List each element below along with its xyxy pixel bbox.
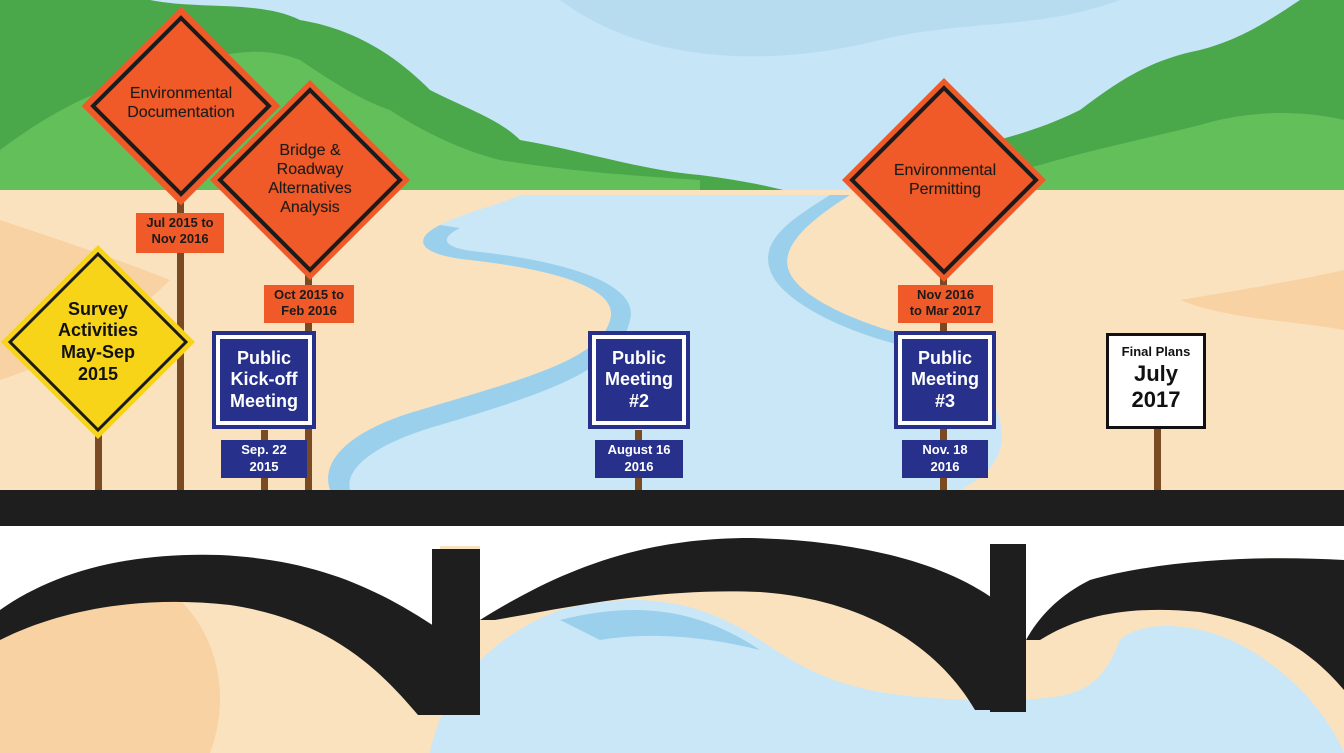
final-plans-date: July 2017 [1109, 361, 1203, 414]
survey-label: Survey Activities May-Sep 2015 [38, 292, 158, 392]
bridge-fascia [0, 526, 1344, 546]
bridge-roadway-label: Bridge & Roadway Alternatives Analysis [245, 132, 375, 228]
bridge-pier-right [990, 544, 1026, 712]
env-documentation-dates: Jul 2015 to Nov 2016 [136, 213, 224, 253]
kickoff-meeting-sign: Public Kick-off Meeting [216, 335, 312, 425]
env-permitting-dates: Nov 2016 to Mar 2017 [898, 285, 993, 323]
meeting-2-date: August 16 2016 [595, 440, 683, 478]
meeting-3-label: Public Meeting #3 [911, 348, 979, 413]
meeting-2-sign: Public Meeting #2 [592, 335, 686, 425]
kickoff-meeting-label: Public Kick-off Meeting [230, 348, 298, 413]
env-documentation-label: Environmental Documentation [106, 76, 256, 132]
road [0, 490, 1344, 526]
bridge-roadway-dates: Oct 2015 to Feb 2016 [264, 285, 354, 323]
final-plans-title: Final Plans [1109, 344, 1203, 359]
meeting-3-sign: Public Meeting #3 [898, 335, 992, 425]
bridge-pier-left [432, 549, 480, 715]
meeting-2-label: Public Meeting #2 [605, 348, 673, 413]
final-plans-sign: Final Plans July 2017 [1106, 333, 1206, 429]
meeting-3-date: Nov. 18 2016 [902, 440, 988, 478]
post-final-plans [1154, 428, 1161, 490]
post-survey [95, 430, 102, 490]
env-permitting-label: Environmental Permitting [870, 155, 1020, 207]
kickoff-meeting-date: Sep. 22 2015 [221, 440, 307, 478]
